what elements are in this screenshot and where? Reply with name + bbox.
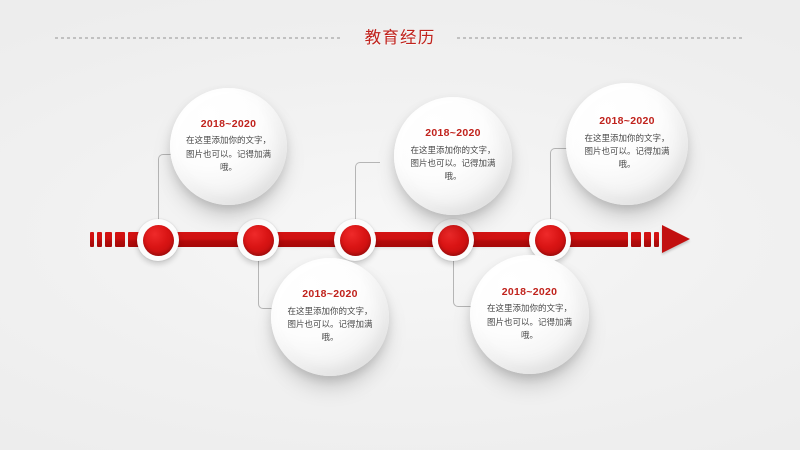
connector-5 bbox=[550, 148, 575, 221]
arrow-head-icon bbox=[662, 225, 690, 253]
timeline-node-4[interactable] bbox=[432, 219, 474, 261]
bubble-description-3: 在这里添加你的文字，图片也可以。记得加满哦。 bbox=[410, 144, 496, 182]
bubble-year-3: 2018~2020 bbox=[425, 127, 481, 140]
bubble-year-1: 2018~2020 bbox=[200, 117, 257, 130]
timeline-dash-4 bbox=[115, 232, 125, 247]
bubble-description-4: 在这里添加你的文字，图片也可以。记得加满哦。 bbox=[486, 303, 572, 340]
header-divider-right bbox=[457, 37, 746, 39]
timeline-arrow bbox=[0, 224, 800, 256]
timeline-dash-6 bbox=[644, 232, 651, 247]
timeline-dash-5 bbox=[631, 232, 641, 247]
content-bubble-4[interactable]: 2018~2020 在这里添加你的文字，图片也可以。记得加满哦。 bbox=[470, 255, 589, 374]
bubble-description-2: 在这里添加你的文字，图片也可以。记得加满哦。 bbox=[287, 305, 373, 343]
timeline-node-1[interactable] bbox=[137, 219, 179, 261]
page-title: 教育经历 bbox=[364, 28, 436, 47]
bubble-description-5: 在这里添加你的文字，图片也可以。记得加满哦。 bbox=[584, 132, 670, 170]
header-divider-left bbox=[54, 37, 343, 39]
timeline-dash-1 bbox=[90, 232, 94, 247]
timeline-dash-2 bbox=[97, 232, 102, 247]
bubble-year-4: 2018~2020 bbox=[501, 285, 558, 298]
connector-2 bbox=[258, 240, 283, 309]
timeline-bar-shadow bbox=[86, 245, 706, 255]
timeline-dash-3 bbox=[105, 232, 112, 247]
timeline-dash-7 bbox=[654, 232, 659, 247]
connector-3 bbox=[355, 162, 380, 221]
bubble-year-2: 2018~2020 bbox=[302, 288, 358, 301]
bubble-description-1: 在这里添加你的文字，图片也可以。记得加满哦。 bbox=[185, 135, 271, 172]
slide-header: 教育经历 bbox=[0, 22, 800, 54]
content-bubble-1[interactable]: 2018~2020 在这里添加你的文字，图片也可以。记得加满哦。 bbox=[170, 88, 287, 205]
content-bubble-5[interactable]: 2018~2020 在这里添加你的文字，图片也可以。记得加满哦。 bbox=[566, 83, 688, 205]
connector-4 bbox=[453, 240, 478, 307]
timeline-node-3[interactable] bbox=[334, 219, 376, 261]
timeline-node-5[interactable] bbox=[529, 219, 571, 261]
timeline-node-2[interactable] bbox=[237, 219, 279, 261]
content-bubble-2[interactable]: 2018~2020 在这里添加你的文字，图片也可以。记得加满哦。 bbox=[271, 258, 389, 376]
content-bubble-3[interactable]: 2018~2020 在这里添加你的文字，图片也可以。记得加满哦。 bbox=[394, 97, 512, 215]
bubble-year-5: 2018~2020 bbox=[599, 115, 655, 128]
